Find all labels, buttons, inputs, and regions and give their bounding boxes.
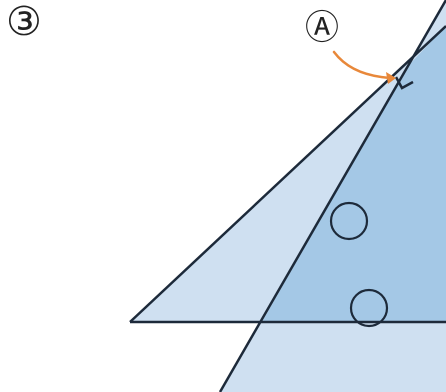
right-angle-marker	[394, 76, 414, 90]
angle-label: Ⓐ	[305, 8, 339, 48]
angle-circle-upper	[329, 201, 369, 241]
arrow-head	[386, 72, 396, 84]
angle-circle-lower	[349, 288, 389, 328]
edge-steep-hypotenuse	[218, 0, 446, 392]
problem-number: ③	[6, 0, 42, 45]
edge-left-hypotenuse	[129, 25, 446, 323]
arrow-curve	[332, 50, 394, 80]
overlap-region	[262, 26, 446, 322]
